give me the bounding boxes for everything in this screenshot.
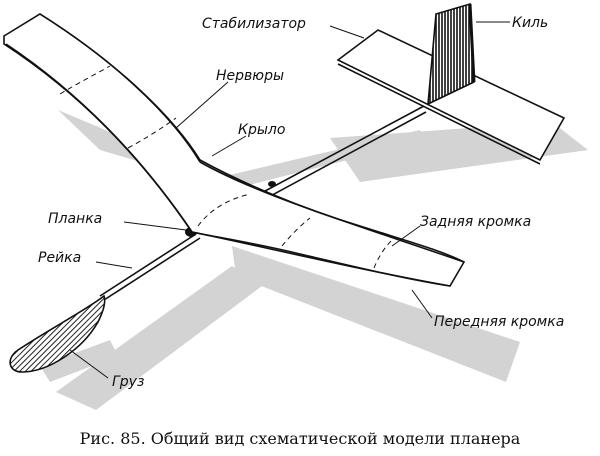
shadows (40, 110, 588, 410)
leader-wing (211, 135, 247, 157)
right-wing-shadow (232, 246, 520, 382)
leader-ribs (175, 81, 229, 129)
stabilizer-surface (336, 29, 566, 162)
label-weight: Груз (112, 374, 144, 390)
label-strip: Планка (48, 211, 102, 227)
label-trailing-edge: Задняя кромка (420, 214, 531, 230)
leading-edge-left (5, 43, 193, 233)
leader-rail (95, 261, 133, 269)
leaders (69, 21, 510, 379)
label-stabilizer: Стабилизатор (202, 16, 306, 32)
fin (427, 2, 476, 106)
fuselage-shadow (200, 130, 426, 196)
leader-strip (123, 221, 187, 231)
weight-body (9, 294, 106, 373)
figure-caption: Рис. 85. Общий вид схематической модели … (80, 429, 521, 448)
left-wing-shadow (56, 266, 262, 410)
stabilizer (336, 29, 566, 165)
label-leading-edge: Передняя кромка (434, 314, 564, 330)
wing (3, 13, 466, 287)
leader-leading-edge (411, 289, 433, 319)
trailing-edge-right (199, 161, 465, 263)
rib (59, 65, 111, 95)
leading-edge-right (191, 231, 451, 287)
rail-front-lower (103, 237, 201, 301)
leader-weight (69, 349, 109, 379)
weight (9, 294, 106, 373)
rib (281, 217, 311, 247)
rail-joint (268, 181, 276, 187)
label-wing: Крыло (238, 122, 285, 138)
stabilizer-edge (337, 63, 541, 165)
fin-post (468, 3, 476, 83)
labels: Стабилизатор Киль Нервюры Крыло Планка Р… (38, 15, 564, 390)
weight-shadow (40, 340, 118, 382)
label-rail: Рейка (38, 250, 81, 266)
leader-trailing-edge (391, 225, 421, 247)
leader-stabilizer (329, 25, 365, 39)
rib (197, 193, 251, 227)
label-ribs: Нервюры (216, 68, 284, 84)
trailing-edge-left (39, 13, 201, 163)
rib (373, 239, 393, 269)
label-fin: Киль (512, 15, 548, 31)
rail-front (99, 233, 197, 297)
rib (127, 117, 177, 149)
